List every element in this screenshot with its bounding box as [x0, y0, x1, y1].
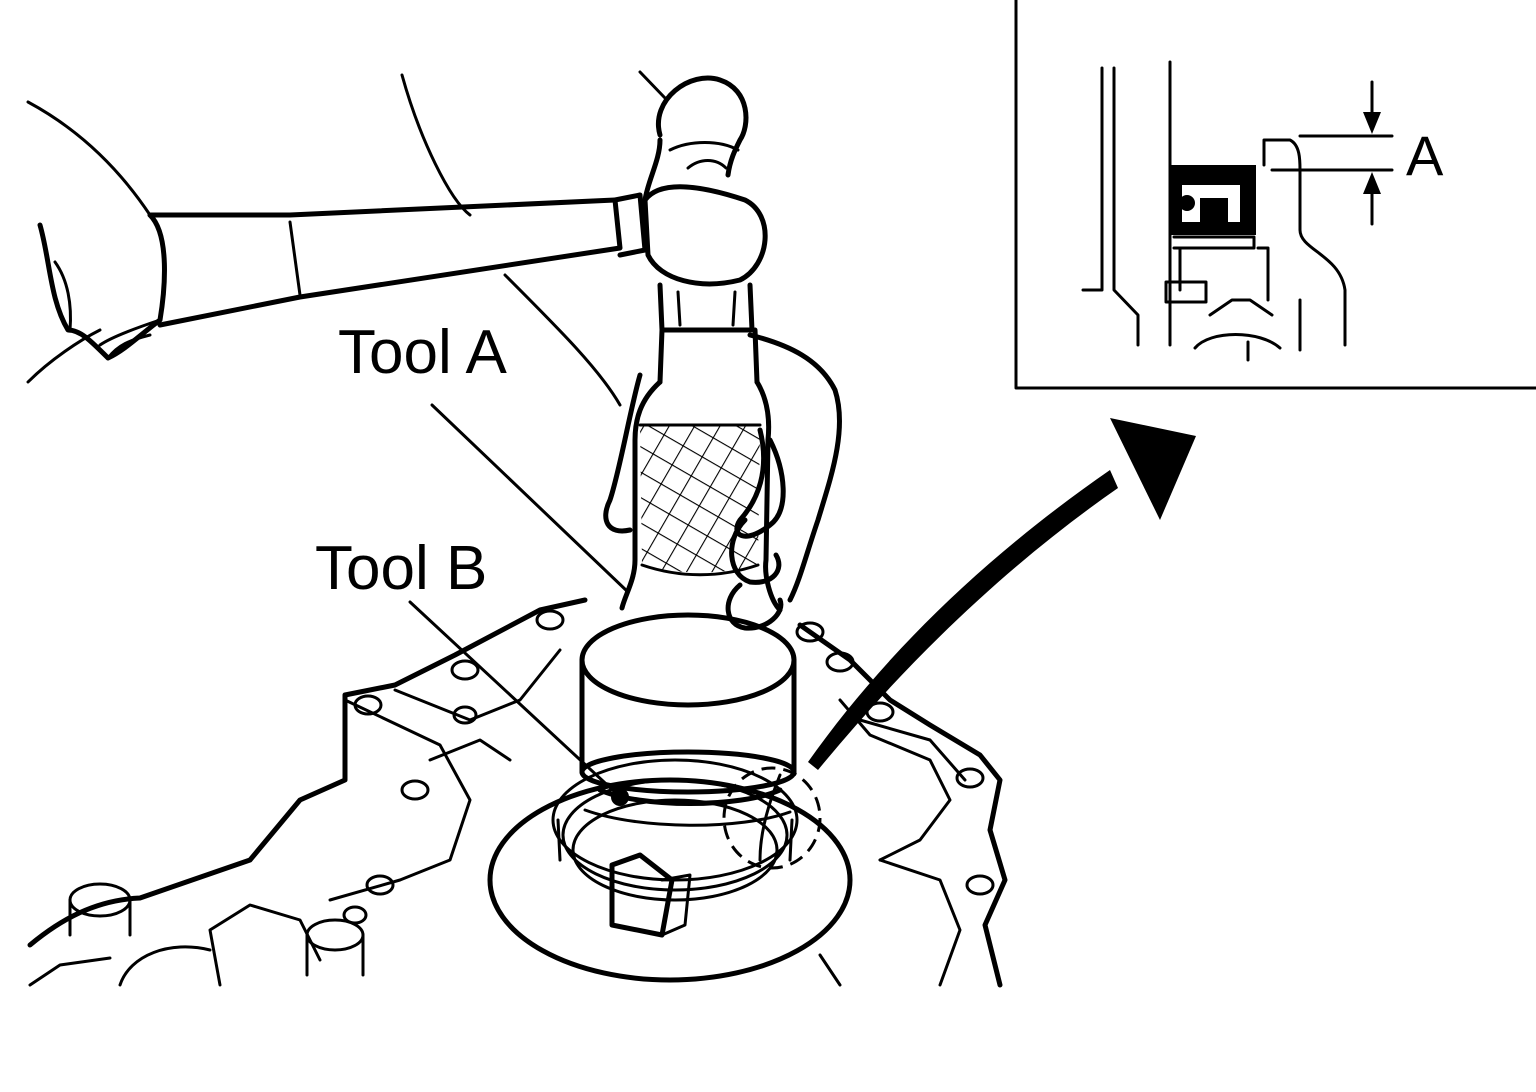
tool-b-leader: [408, 600, 620, 797]
tool-b-label: Tool B: [315, 534, 488, 603]
callout-arrow: [808, 470, 1118, 770]
detail-inset: [1014, 0, 1536, 390]
tool-a-leader: [430, 403, 630, 594]
right-hand: [603, 332, 843, 631]
tool-a-drift: [579, 327, 797, 827]
detail-seal-arc: [758, 773, 782, 862]
detail-callout-circle: [722, 766, 822, 870]
dimension-a-label: A: [1406, 124, 1444, 187]
left-hand: [37, 212, 167, 361]
callout-arrowhead: [1110, 418, 1196, 520]
tool-a-label: Tool A: [338, 318, 507, 387]
transmission-case: [27, 597, 1008, 988]
hammer: [147, 75, 768, 333]
